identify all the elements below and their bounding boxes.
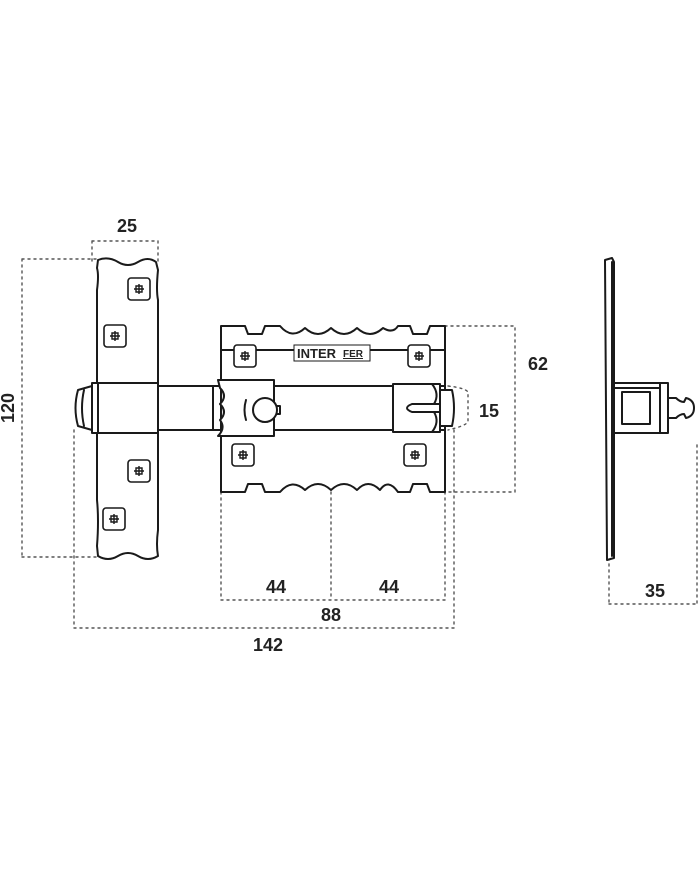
dim-half-right: 44 bbox=[379, 577, 399, 597]
housing-screw-top-right bbox=[407, 344, 431, 368]
dim-bolt-thickness: 15 bbox=[479, 401, 499, 421]
plate-screw-2 bbox=[103, 324, 127, 348]
plate-screw-1 bbox=[127, 277, 151, 301]
brand-text-inter: INTER bbox=[297, 346, 337, 361]
dimension-lines bbox=[21, 240, 698, 629]
housing-screw-bottom-left bbox=[231, 443, 255, 467]
side-view bbox=[604, 257, 695, 561]
dim-total-length: 142 bbox=[253, 635, 283, 655]
dim-plate-height: 120 bbox=[0, 393, 18, 423]
plate-screw-4 bbox=[102, 507, 126, 531]
dim-plate-width: 25 bbox=[117, 216, 137, 236]
dim-housing-height: 62 bbox=[528, 354, 548, 374]
dimension-labels: 25 120 62 15 44 44 88 142 35 bbox=[0, 216, 665, 655]
housing-screw-bottom-right bbox=[403, 443, 427, 467]
dim-housing-width: 88 bbox=[321, 605, 341, 625]
housing-screw-top-left bbox=[233, 344, 257, 368]
brand-logo: INTER FER bbox=[293, 344, 371, 362]
dim-half-left: 44 bbox=[266, 577, 286, 597]
brand-text-fer: FER bbox=[343, 349, 364, 360]
keeper-sleeve bbox=[74, 382, 159, 434]
plate-screw-3 bbox=[127, 459, 151, 483]
dim-depth: 35 bbox=[645, 581, 665, 601]
